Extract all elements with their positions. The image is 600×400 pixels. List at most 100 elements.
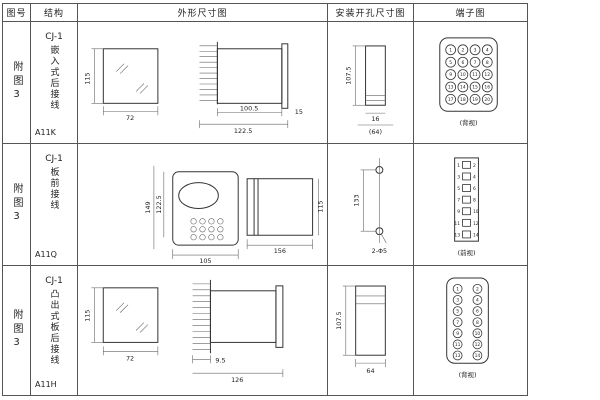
svg-text:1: 1 [457,163,460,169]
dim-front-width: 72 [126,114,134,122]
svg-text:3: 3 [457,174,460,180]
row3-figure-number: 附图3 [11,309,22,352]
row2-structure-desc: 板前接线 [48,167,59,211]
dim-side-total-depth: 122.5 [234,127,252,135]
header-mounting-dims: 安装开孔尺寸图 [328,4,414,22]
svg-text:9: 9 [449,72,452,78]
svg-text:4: 4 [473,174,476,180]
svg-text:2: 2 [461,47,464,53]
svg-text:14: 14 [475,353,481,359]
row1-structure-desc: 嵌入式后接线 [48,45,59,111]
terminal-view-label: (前视) [458,248,476,257]
svg-text:2: 2 [476,286,479,292]
front-view [172,171,239,246]
svg-text:8: 8 [473,198,476,204]
svg-text:11: 11 [472,72,478,78]
row3-model-code: A11H [35,380,57,389]
svg-text:15: 15 [472,85,478,91]
row2-mounting-cell: 133 2-Φ5 [328,144,414,266]
svg-text:11: 11 [455,342,461,348]
outline-drawing-a11k: 115 72 100.5 15 122.5 [83,41,303,135]
dimension-table: 图号 结构 外形尺寸图 安装开孔尺寸图 端子图 附图3 CJ-1 嵌入式后接线 … [2,3,528,396]
header-fig-number: 图号 [3,4,31,22]
svg-text:1: 1 [456,286,459,292]
svg-text:9: 9 [457,209,460,215]
svg-text:17: 17 [448,97,454,103]
svg-text:6: 6 [461,60,464,66]
svg-text:2: 2 [473,163,476,169]
terminal-view-label: (背视) [459,370,477,379]
dim-front-outer-height: 149 [144,201,152,213]
svg-text:3: 3 [456,298,459,304]
svg-text:12: 12 [473,221,479,227]
row3-mounting-cell: 107.5 64 [328,266,414,396]
dim-side-flange: 15 [295,108,303,116]
row2-outline-cell: 149 122.5 105 156 115 [78,144,328,266]
mounting-drawing-a11h: 107.5 64 [335,285,386,375]
hole-spec-label: 2-Φ5 [372,247,388,255]
svg-text:5: 5 [449,60,452,66]
svg-text:11: 11 [454,221,460,227]
svg-text:4: 4 [476,298,479,304]
svg-text:1: 1 [449,47,452,53]
svg-text:14: 14 [473,232,479,238]
row3-model-name: CJ-1 [45,276,63,286]
svg-text:16: 16 [484,85,490,91]
row1-mounting-cell: 107.5 16 (64) [328,22,414,144]
dim-side-body-depth: 100.5 [240,104,258,112]
mounting-drawing-a11k: 107.5 16 (64) [345,45,394,136]
row3-outline-cell: 115 72 9.5 126 [78,266,328,396]
svg-text:8: 8 [476,320,479,326]
row2-model-name: CJ-1 [45,154,63,164]
svg-text:7: 7 [474,60,477,66]
svg-text:6: 6 [476,309,479,315]
row2-figure-cell: 附图3 [3,144,31,266]
dim-cutout-slot: 16 [371,115,379,123]
outline-drawing-a11h: 115 72 9.5 126 [83,279,284,384]
svg-text:4: 4 [486,47,489,53]
svg-text:18: 18 [460,97,466,103]
svg-text:3: 3 [474,47,477,53]
row3-structure-cell: CJ-1 凸出式板后接线 A11H [31,266,78,396]
dim-side-depth: 156 [274,247,286,255]
side-view [246,178,314,236]
header-terminal-diagram: 端子图 [414,4,528,22]
row3-figure-cell: 附图3 [3,266,31,396]
svg-text:13: 13 [454,232,460,238]
side-view [199,41,289,109]
dim-front-height: 115 [83,72,91,84]
svg-text:20: 20 [484,97,490,103]
svg-text:7: 7 [456,320,459,326]
dim-cutout-width: (64) [369,128,382,136]
outline-drawing-a11q: 149 122.5 105 156 115 [144,165,325,265]
mounting-drawing-a11q: 133 2-Φ5 [353,158,388,255]
front-view [102,48,159,104]
header-structure: 结构 [31,4,78,22]
svg-text:12: 12 [484,72,490,78]
svg-text:9: 9 [456,331,459,337]
row2-model-code: A11Q [35,250,57,259]
front-view [102,287,159,343]
dim-side-height: 115 [317,200,325,212]
row1-model-name: CJ-1 [45,32,63,42]
row3-structure-desc: 凸出式板后接线 [48,289,59,366]
row2-structure-cell: CJ-1 板前接线 A11Q [31,144,78,266]
svg-text:10: 10 [473,209,479,215]
svg-text:10: 10 [475,331,481,337]
row1-figure-number: 附图3 [11,61,22,104]
svg-text:10: 10 [460,72,466,78]
svg-text:8: 8 [486,60,489,66]
dim-front-width: 72 [126,354,134,362]
dim-cutout-width: 64 [366,367,374,375]
row1-figure-cell: 附图3 [3,22,31,144]
dim-side-depth: 126 [231,376,243,384]
